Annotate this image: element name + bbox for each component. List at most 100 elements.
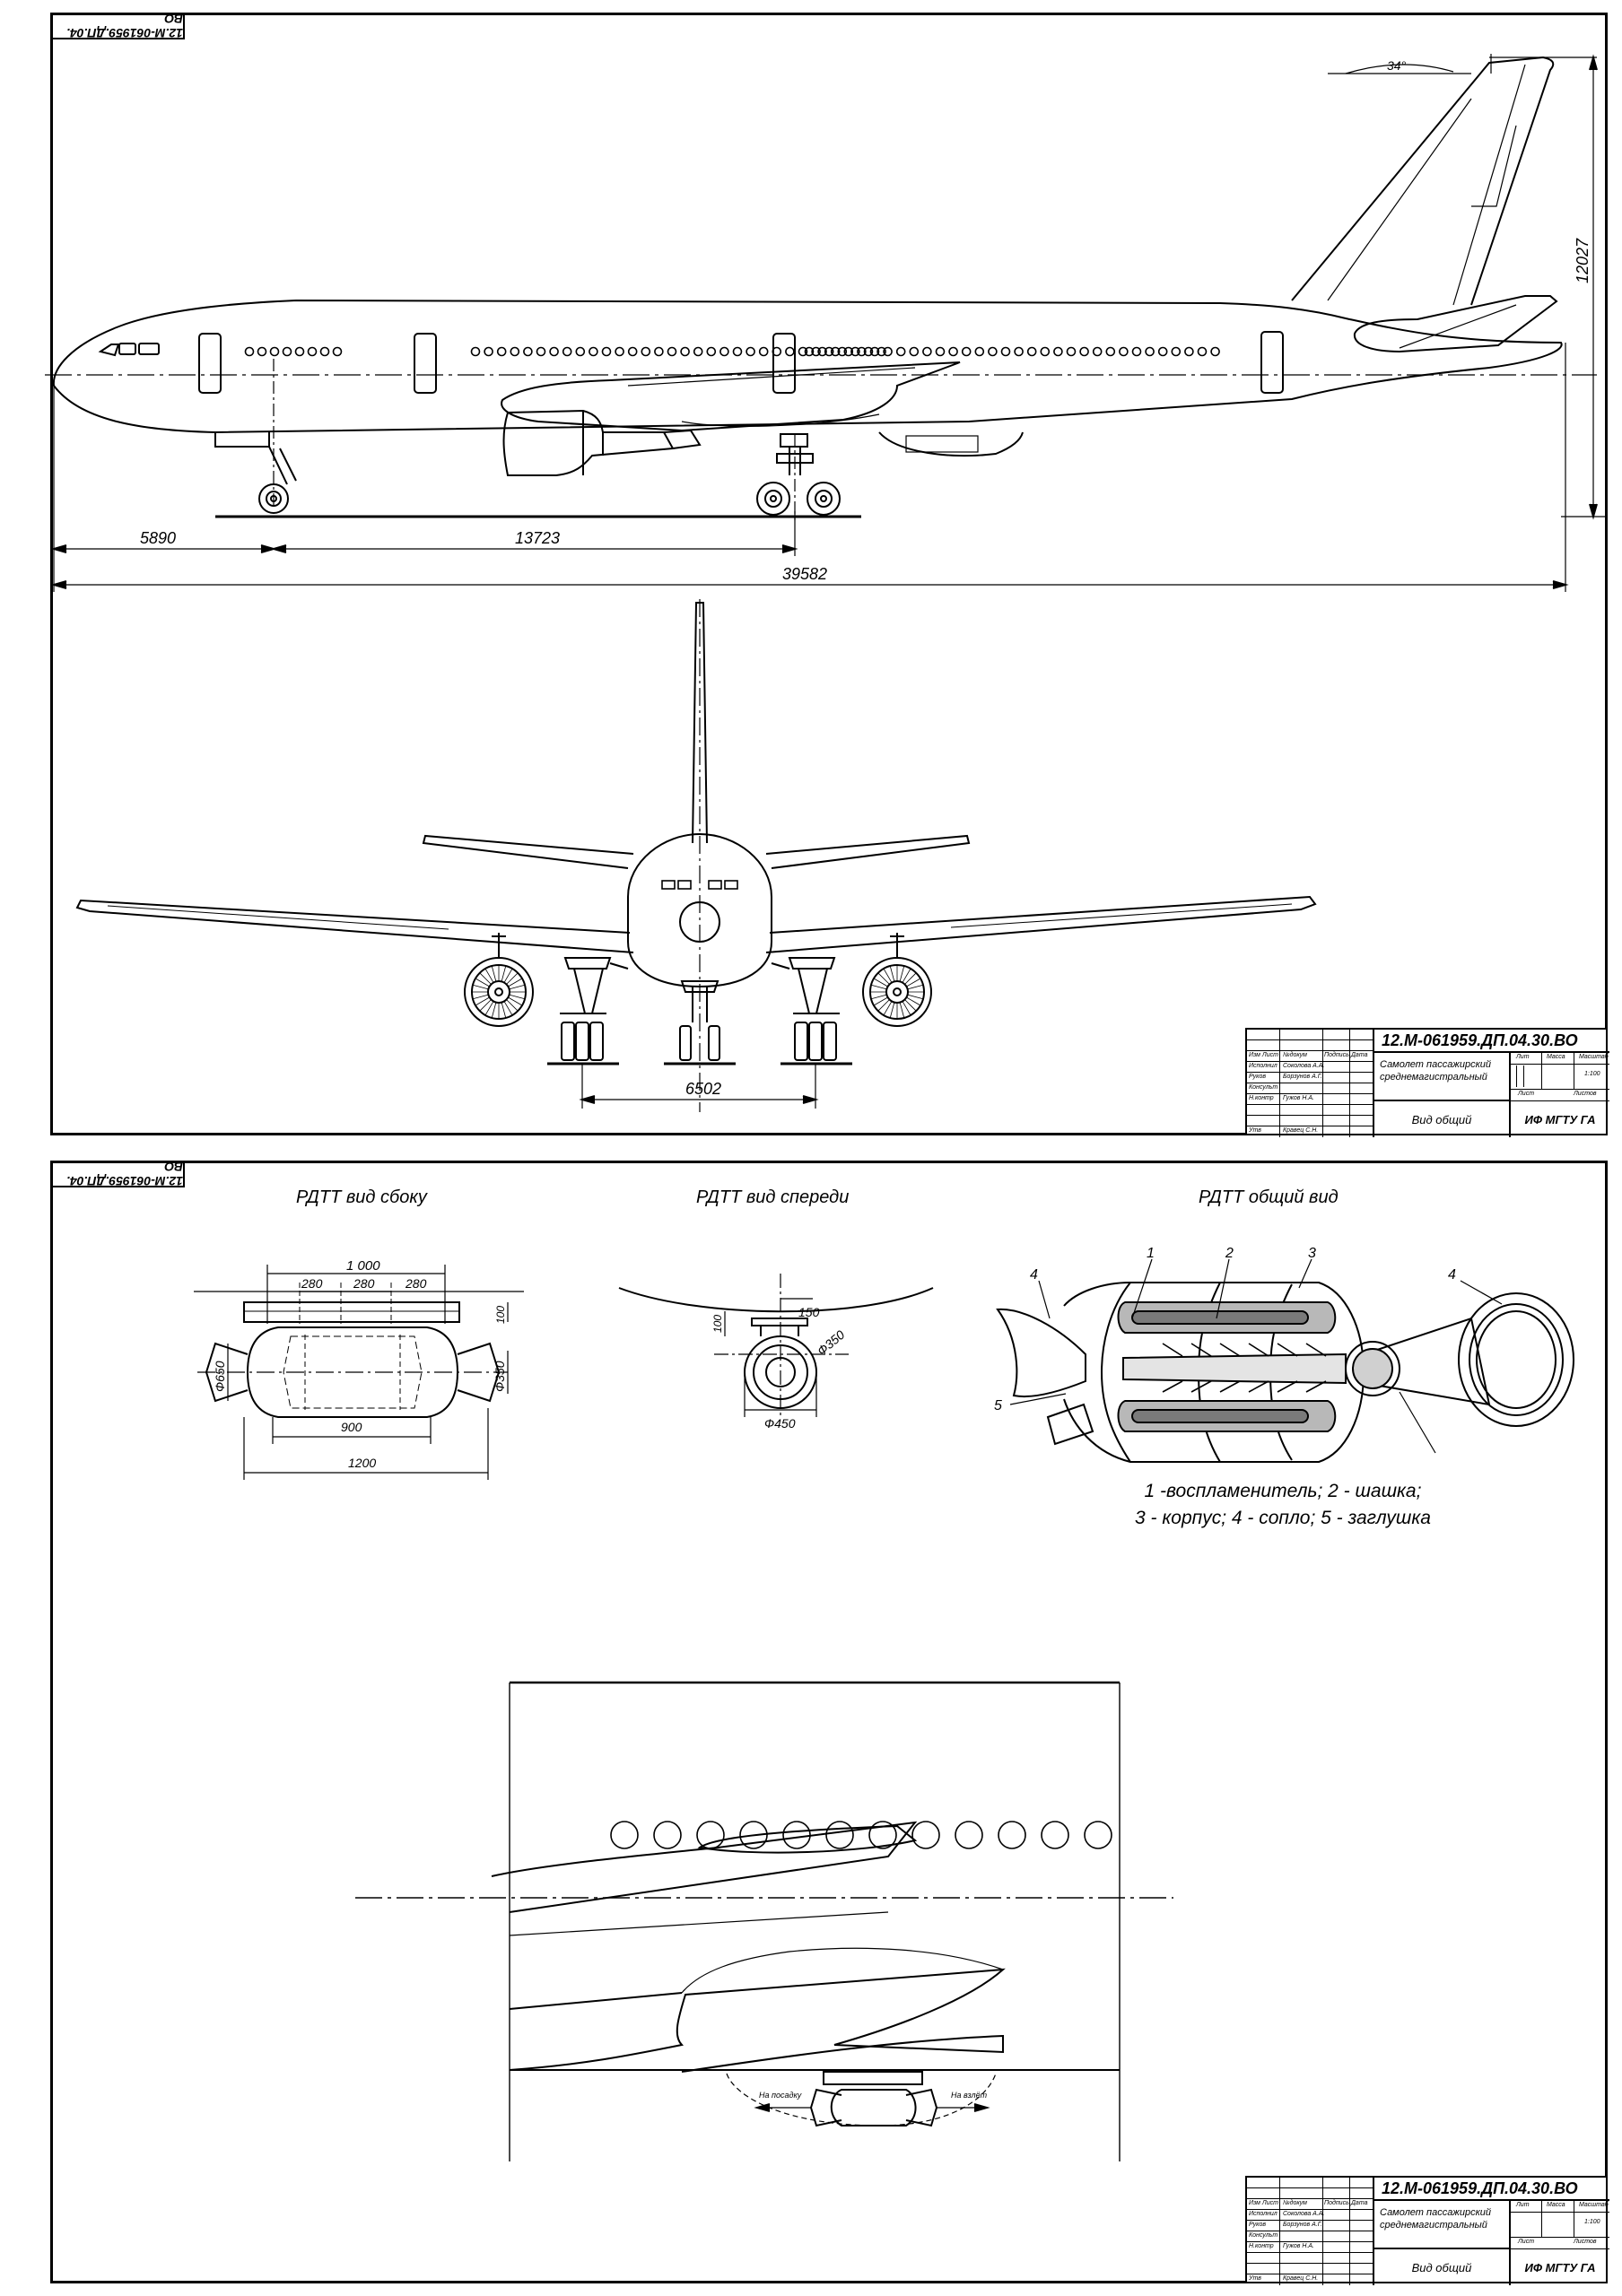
cabin-window [1210,346,1220,357]
cabin-window [974,346,985,357]
part-label-5: 5 [994,1398,1002,1413]
fan-blade [870,994,887,1000]
cabin-window [817,346,827,357]
cabin-window [1119,346,1129,357]
cabin-window [1171,346,1182,357]
fan-blade [509,984,526,990]
front-dim-dia-inner: Ф350 [815,1327,848,1359]
cabin-window [1040,346,1051,357]
cabin-window [1105,346,1116,357]
cabin-window [998,1821,1026,1849]
cabin-window [830,346,841,357]
tb1-role-0: Изм Лист [1249,1052,1278,1058]
side-dim-seg-c: 280 [405,1276,427,1291]
tb2-mass: Масса [1547,2202,1565,2208]
fan-blade [873,978,888,987]
tb2-role-2: Руков [1249,2222,1267,2228]
cabin-window [654,346,664,357]
tb1-person-0: №докум [1283,1052,1307,1058]
tb2-person-4: Гужов Н.А. [1283,2243,1314,2249]
tb1-sheets: Листов [1574,1091,1597,1097]
dim-sweep-angle: 34° [1387,58,1407,73]
title-block-2-org: ИФ МГТУ ГА [1524,2260,1596,2274]
cabin-window [909,346,920,357]
grain-fin [1219,1380,1241,1393]
fan-blade [472,994,489,1000]
sheet-1-drawing: 5890 13723 39582 34° 6502 12027 [45,54,1606,1112]
cabin-window [1131,346,1142,357]
tb1-person-4: Гужов Н.А. [1283,1095,1314,1101]
grain-fin [1190,1343,1212,1357]
cabin-window [601,346,612,357]
tb1-date-hdr: Дата [1351,1052,1368,1058]
cabin-window [1066,346,1077,357]
fan-blade [501,1002,507,1019]
tb2-sheet: Лист [1518,2239,1535,2245]
cabin-window [496,346,507,357]
part-label-3: 3 [1308,1246,1316,1261]
cabin-window [961,346,972,357]
side-dim-seg-a: 280 [301,1276,323,1291]
side-dim-overall-top: 1 000 [346,1258,380,1274]
grain-fin [1162,1343,1183,1357]
cabin-window [1197,346,1208,357]
cabin-window [562,346,572,357]
tb1-role-5: Утв [1249,1127,1261,1134]
side-dim-inner: 900 [341,1420,362,1434]
tb2-person-5: Кравец С.Н. [1283,2275,1319,2282]
cabin-window [811,346,821,357]
fan-blade [509,994,526,1000]
title-block-1-org: ИФ МГТУ ГА [1524,1112,1596,1126]
cabin-window [641,346,651,357]
tb1-role-2: Руков [1249,1074,1267,1080]
part-label-4-left: 4 [1030,1267,1038,1283]
sheet-1-frame [50,13,1608,1135]
cabin-window [911,1821,940,1849]
tb2-person-1: Соколова А.А. [1283,2211,1325,2217]
cabin-window [1092,346,1103,357]
front-dim-offset: 150 [798,1305,820,1319]
fan-blade [503,968,513,983]
fan-blade [475,996,490,1006]
cabin-window [470,346,481,357]
title-side-view: РДТТ вид сбоку [296,1187,427,1207]
sheet-2: 12.М-061959.ДП.04. ВО РДТТ вид сбоку РДТ… [0,1148,1622,2296]
cabin-window [758,346,769,357]
cabin-window [282,346,292,357]
flow-left: На посадку [759,2091,802,2100]
fan-blade [506,972,519,985]
cabin-window [693,346,703,357]
cabin-window [696,1821,725,1849]
cabin-window [627,346,638,357]
cabin-window [883,346,893,357]
cabin-window [523,346,533,357]
cabin-window [746,346,755,357]
fan-blade [484,968,494,983]
title-block-1-view: Вид общий [1373,1101,1511,1137]
fan-blade [479,999,492,1012]
title-block-2-sheet-info: Лит Масса Масштаб 1:100 Лист Листов [1511,2201,1609,2249]
tb2-sheets: Листов [1574,2239,1597,2245]
fan-blade [491,1002,497,1019]
fan-blade [889,965,895,982]
part-label-4-right: 4 [1448,1267,1456,1283]
dim-track: 6502 [685,1080,721,1098]
cabin-window [1014,346,1024,357]
cabin-window [782,1821,811,1849]
tb2-scale-hdr: Масштаб [1579,2202,1609,2208]
tb1-role-3: Консульт [1249,1084,1278,1091]
grain-fin [1277,1343,1298,1357]
cabin-window [332,346,343,357]
dim-overall-length: 39582 [782,565,827,583]
cabin-window [244,346,255,357]
tb2-scale: 1:100 [1584,2219,1600,2225]
cabin-window [536,346,546,357]
title-general-view: РДТТ общий вид [1199,1187,1339,1207]
side-dim-height: 100 [494,1306,507,1324]
legend-line-1: 1 -воспламенитель; 2 - шашка; [1144,1481,1422,1501]
sheet-2-frame [50,1161,1608,2283]
cabin-window [484,346,493,357]
